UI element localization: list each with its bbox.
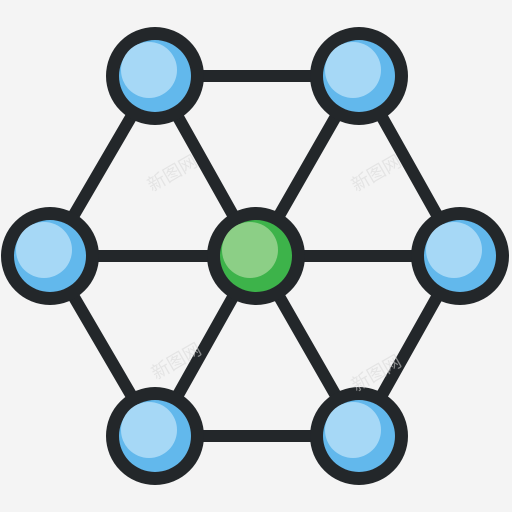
watermark-text: 新图网 bbox=[144, 151, 201, 196]
network-nodes bbox=[1, 27, 509, 485]
network-node-bottom-right bbox=[310, 387, 408, 485]
node-highlight bbox=[325, 402, 381, 458]
network-node-top-left bbox=[106, 27, 204, 125]
node-highlight bbox=[16, 222, 72, 278]
node-highlight bbox=[426, 222, 482, 278]
network-node-top-right bbox=[310, 27, 408, 125]
network-node-bottom-left bbox=[106, 387, 204, 485]
network-node-left bbox=[1, 207, 99, 305]
node-highlight bbox=[121, 402, 177, 458]
network-node-center bbox=[207, 207, 305, 305]
node-highlight bbox=[121, 42, 177, 98]
watermark-text: 新图网 bbox=[348, 151, 405, 196]
node-highlight bbox=[325, 42, 381, 98]
network-node-right bbox=[411, 207, 509, 305]
watermark-text: 新图网 bbox=[348, 351, 405, 396]
watermark-text: 新图网 bbox=[148, 339, 205, 384]
node-highlight bbox=[222, 222, 278, 278]
